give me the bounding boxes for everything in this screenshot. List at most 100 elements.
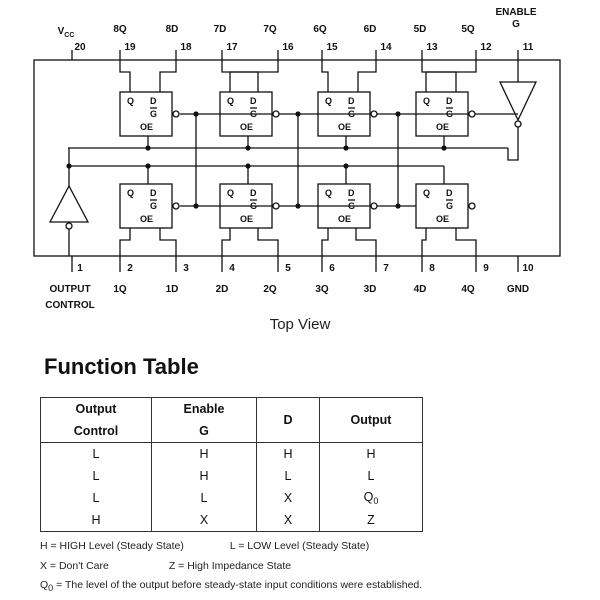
pin-number-bottom: 5: [285, 263, 291, 274]
pin-number-top: 19: [124, 42, 136, 53]
latch-g-label: G: [446, 109, 453, 119]
latch-d-label: D: [446, 188, 453, 198]
d-input-wire: [221, 60, 259, 92]
latch-d-label: D: [250, 188, 257, 198]
pin-label-bottom: 4D: [414, 284, 427, 295]
latch-q-label: Q: [423, 188, 430, 198]
latch-oe-label: OE: [240, 122, 253, 132]
latch-oe-label: OE: [338, 214, 351, 224]
pin-label-bottom: 1Q: [113, 284, 127, 295]
latch-g-label: G: [150, 201, 157, 211]
enable-buffer: [498, 81, 538, 122]
pin-label-control: CONTROL: [45, 300, 94, 310]
latch-d-label: D: [150, 96, 157, 106]
pin-number-top: 13: [426, 42, 438, 53]
header-text: Output: [75, 402, 117, 416]
latch-box: [219, 91, 273, 137]
table-cell: L: [40, 487, 152, 509]
latch-upper: [119, 91, 180, 137]
pin-label-top: 5D: [414, 24, 427, 35]
junction-dot: [343, 145, 349, 151]
latch-box: [119, 91, 173, 137]
junction-dot: [441, 145, 447, 151]
header-output: Output: [319, 397, 423, 443]
table-cell: H: [151, 442, 257, 465]
latch-upper: [317, 91, 378, 137]
legend-h: H = HIGH Level (Steady State): [40, 540, 184, 552]
q-output-wire: [425, 60, 477, 92]
pin-label-top: 7Q: [263, 24, 277, 35]
table-cell: L: [256, 465, 320, 487]
pin-label-top: 8Q: [113, 24, 127, 35]
latch-g-label: G: [250, 109, 257, 119]
latch-q-label: Q: [227, 188, 234, 198]
junction-dot: [395, 111, 401, 117]
pin-number-top: 15: [326, 42, 338, 53]
pin-label-top: 7D: [214, 24, 227, 35]
d-input-wire: [159, 60, 177, 92]
table-cell: L: [40, 465, 152, 487]
junction-dot: [295, 203, 301, 209]
latch-g-label: G: [150, 109, 157, 119]
latch-box: [119, 183, 173, 229]
pin-number-top: 11: [523, 42, 534, 53]
q-output-wire: [119, 228, 131, 256]
pin-label-bottom: 2Q: [263, 284, 277, 295]
pin-label-top: 6Q: [313, 24, 327, 35]
pin-number-bottom: 8: [429, 263, 435, 274]
inversion-bubble: [370, 202, 378, 210]
table-header-row: Output Control Enable G D Output: [40, 397, 423, 443]
q-output-wire: [455, 228, 477, 256]
pin-number-bottom: 1: [77, 263, 83, 274]
latch-oe-label: OE: [338, 122, 351, 132]
latch-box: [219, 183, 273, 229]
pin-label-bottom: 2D: [216, 284, 229, 295]
table-cell: L: [40, 442, 152, 465]
inversion-bubble: [370, 110, 378, 118]
latch-box: [415, 91, 469, 137]
legend-z: Z = High Impedance State: [168, 560, 292, 572]
pin-label-bottom: 1D: [166, 284, 179, 295]
latch-lower: [415, 183, 476, 229]
latch-oe-label: OE: [140, 214, 153, 224]
d-input-wire: [159, 228, 177, 256]
output-control-buffer: [48, 184, 90, 223]
latch-q-label: Q: [423, 96, 430, 106]
pin-label-bottom: GND: [507, 284, 529, 295]
header-text: Control: [73, 424, 119, 438]
header-output-control: Output Control: [40, 397, 152, 443]
latch-lower: [219, 183, 280, 229]
q-output-wire: [229, 60, 279, 92]
table-cell: H: [151, 465, 257, 487]
inversion-bubble: [272, 202, 280, 210]
latch-d-label: D: [150, 188, 157, 198]
inversion-bubble: [172, 202, 180, 210]
header-d: D: [256, 397, 320, 443]
subscript-zero: 0: [373, 496, 379, 506]
pin-number-top: 20: [74, 42, 86, 53]
function-table-title: Function Table: [44, 354, 199, 379]
junction-dot: [343, 163, 349, 169]
latch-lower: [119, 183, 180, 229]
inversion-bubble: [172, 110, 180, 118]
legend-x: X = Don't Care: [40, 560, 109, 572]
top-view-caption: Top View: [269, 316, 331, 333]
junction-dot: [395, 203, 401, 209]
junction-dot: [193, 203, 199, 209]
latch-g-label: G: [250, 201, 257, 211]
table-cell: X: [256, 509, 320, 532]
legend-q0-subscript: 0: [48, 583, 54, 593]
latch-upper: [219, 91, 280, 137]
logic-diagram: VCC208Q198D187D177Q166Q156D145D135Q12ENA…: [33, 7, 561, 310]
header-enable-g: Enable G: [151, 397, 257, 443]
latch-q-label: Q: [127, 188, 134, 198]
latch-g-label: G: [348, 201, 355, 211]
q-output-wire: [321, 228, 329, 256]
pin-number-bottom: 6: [329, 263, 335, 274]
latch-box: [317, 91, 371, 137]
pin-number-bottom: 7: [383, 263, 389, 274]
table-cell: X: [256, 487, 320, 509]
pin-number-bottom: 10: [522, 263, 534, 274]
